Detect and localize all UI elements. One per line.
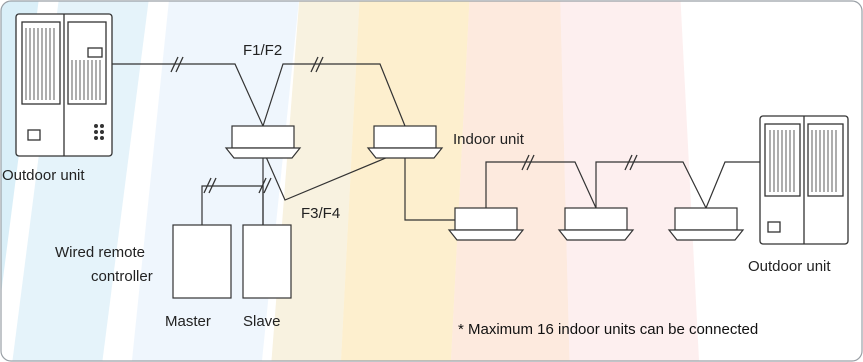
indoor-unit-1 <box>224 125 302 159</box>
footnote: * Maximum 16 indoor units can be connect… <box>458 321 759 338</box>
outdoor-unit-right <box>759 115 849 245</box>
indoor-unit-label: Indoor unit <box>453 131 524 148</box>
wired-remote-label-line1: Wired remote <box>55 244 146 261</box>
bus-label-f3f4: F3/F4 <box>301 205 341 222</box>
slave-controller <box>242 224 292 299</box>
master-controller <box>172 224 232 299</box>
indoor-unit-2 <box>366 125 444 159</box>
slave-label: Slave <box>243 313 281 330</box>
break-marks <box>170 56 638 194</box>
indoor-unit-3 <box>447 207 525 241</box>
outdoor-unit-left <box>15 13 113 157</box>
outdoor-unit-right-label: Outdoor unit <box>748 258 831 275</box>
indoor-unit-5 <box>667 207 745 241</box>
bus-label-f1f2: F1/F2 <box>243 42 283 59</box>
master-label: Master <box>165 313 211 330</box>
wired-remote-label-line2: controller <box>91 268 153 285</box>
outdoor-unit-left-label: Outdoor unit <box>2 167 85 184</box>
indoor-unit-4 <box>557 207 635 241</box>
